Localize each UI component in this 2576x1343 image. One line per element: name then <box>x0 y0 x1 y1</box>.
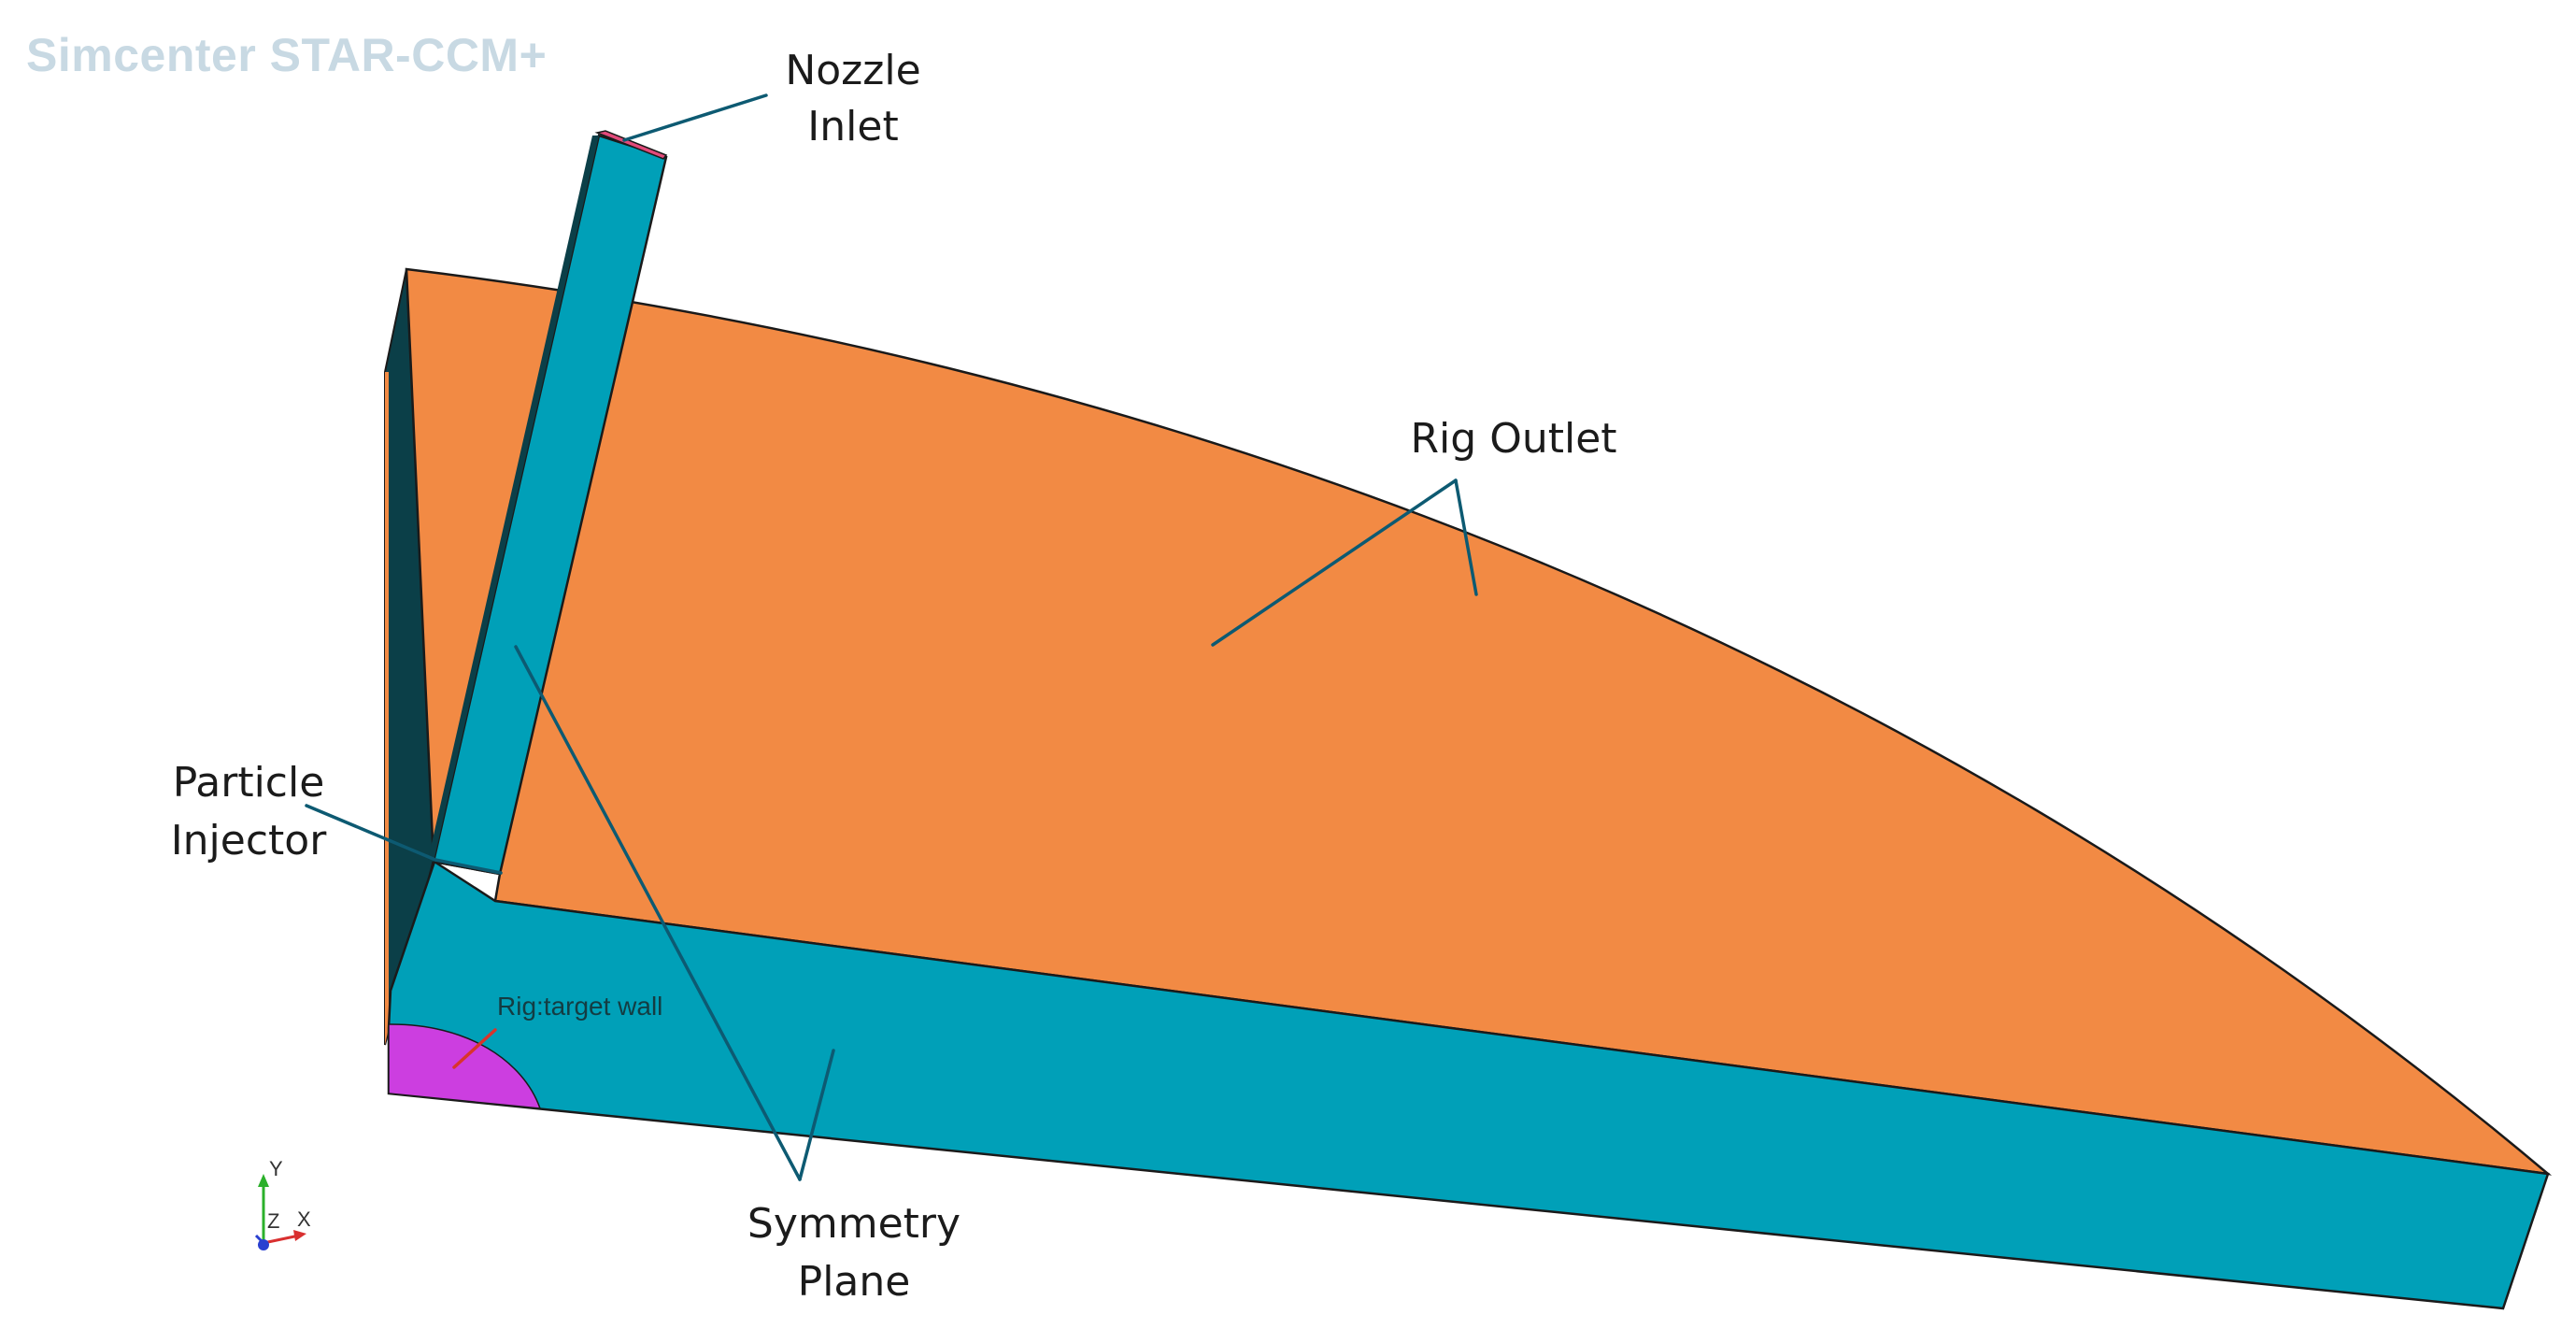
leader-symmetry-plane-a <box>514 645 802 1181</box>
axis-y-arrow <box>258 1174 269 1187</box>
nozzle-inlet-face[interactable] <box>594 130 668 160</box>
nozzle-side-edge <box>428 136 599 862</box>
leader-symmetry-plane-b <box>798 1049 835 1181</box>
leader-particle-injector-a <box>305 804 437 862</box>
rig-target-wall-face[interactable] <box>388 1023 542 1109</box>
leader-particle-injector-b <box>434 858 503 875</box>
label-nozzle-inlet-line2: Inlet <box>807 103 898 150</box>
leader-nozzle-inlet <box>622 93 768 142</box>
annotation-leaders <box>305 93 1478 1181</box>
axis-origin <box>258 1239 269 1250</box>
label-rig-outlet: Rig Outlet <box>1410 415 1616 463</box>
axis-triad-icon: Y Z X <box>254 1157 311 1250</box>
label-nozzle-inlet-line1: Nozzle <box>785 47 920 94</box>
axis-x-label: X <box>297 1207 311 1231</box>
axis-y-label: Y <box>269 1157 283 1180</box>
app-brand-watermark: Simcenter STAR-CCM+ <box>26 29 547 81</box>
label-rig-target-wall: Rig:target wall <box>497 992 662 1021</box>
leader-rig-outlet-a <box>1211 479 1458 647</box>
axis-x-line <box>263 1234 300 1245</box>
outlet-edge-sliver <box>385 372 389 1045</box>
leader-rig-outlet-b <box>1454 479 1478 596</box>
leader-rig-target-wall <box>452 1028 497 1069</box>
label-particle-injector-line1: Particle <box>173 759 325 807</box>
label-symmetry-plane-line2: Plane <box>798 1258 911 1306</box>
rig-outlet-face[interactable] <box>405 267 2553 1176</box>
label-particle-injector-line2: Injector <box>171 817 328 864</box>
symmetry-plane-face[interactable] <box>387 860 2550 1310</box>
annotation-labels: Nozzle Inlet Rig Outlet Particle Injecto… <box>171 47 1617 1306</box>
label-symmetry-plane-line1: Symmetry <box>747 1200 961 1248</box>
geometry-model[interactable] <box>384 130 2553 1310</box>
axis-x-arrow <box>293 1230 306 1241</box>
axis-z-label: Z <box>267 1209 279 1233</box>
